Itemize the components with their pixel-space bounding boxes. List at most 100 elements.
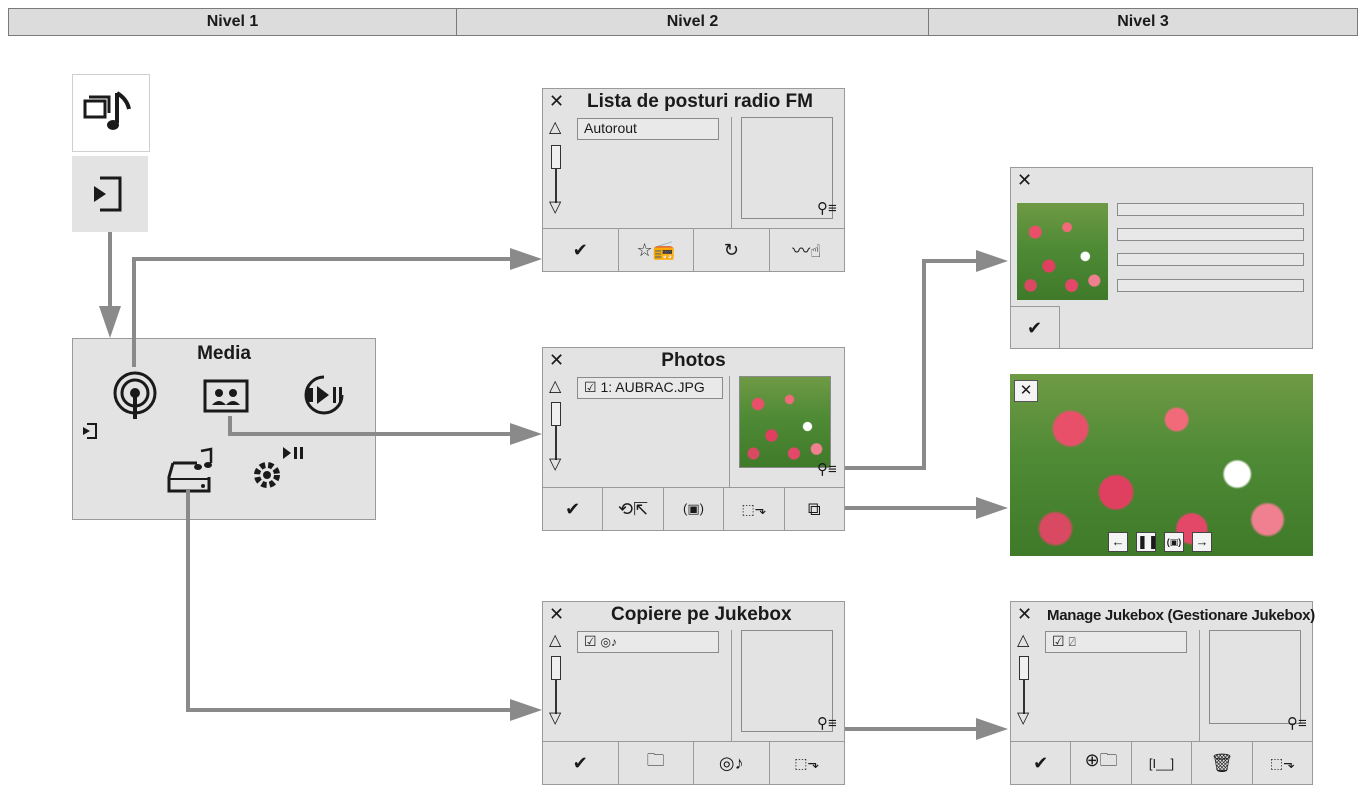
arrow-left-icon: ← [1111, 534, 1125, 549]
detail-field [1117, 203, 1304, 216]
scrollbar-track [1023, 680, 1025, 714]
refresh-button[interactable]: ↻ [693, 229, 769, 271]
next-button[interactable]: → [1192, 532, 1212, 552]
scrollbar-track [555, 426, 557, 460]
arrowhead-right-icon [976, 497, 1008, 519]
add-folder-icon: ⊕🗀 [1084, 750, 1118, 770]
header-level-2: Nivel 2 [456, 8, 929, 36]
checkbox-icon[interactable]: ☑ [584, 379, 597, 395]
scroll-up-icon[interactable]: △ [549, 378, 562, 395]
select-button[interactable]: ⬚⬎ [723, 488, 783, 530]
favorites-radio-button[interactable]: ☆📻 [617, 229, 694, 271]
slideshow-button[interactable]: ⧉ [783, 488, 844, 530]
confirm-button[interactable]: ✔ [543, 742, 618, 784]
manage-list-item[interactable]: ☑ ⍁ [1045, 631, 1187, 653]
photos-icon[interactable] [203, 379, 249, 413]
scroll-up-icon[interactable]: △ [549, 119, 562, 136]
scroll-down-icon[interactable]: ▽ [549, 199, 562, 216]
connector-photos-v [228, 416, 232, 436]
cd-music-button[interactable]: ◎♪ [693, 742, 769, 784]
radio-list-item[interactable]: Autorout [577, 118, 719, 140]
add-folder-button[interactable]: ⊕🗀 [1070, 742, 1130, 784]
arrowhead-right-icon [510, 699, 542, 721]
source-box[interactable] [72, 156, 148, 232]
connector-jukebox-h [186, 708, 512, 712]
photo-view-button[interactable]: (▣) [662, 488, 723, 530]
scroll-down-icon[interactable]: ▽ [1017, 710, 1030, 727]
scroll-down-icon[interactable]: ▽ [549, 710, 562, 727]
close-icon[interactable]: ✕ [549, 604, 565, 624]
photo-view-icon: (▣) [1166, 537, 1182, 547]
connector-radio-h [132, 257, 512, 261]
checkbox-icon[interactable]: ☑ [584, 633, 597, 649]
close-icon[interactable]: ✕ [549, 91, 565, 111]
rename-button[interactable]: [I__] [1130, 742, 1191, 784]
photo-details-image [1017, 203, 1108, 300]
delete-button[interactable]: 🗑 [1191, 742, 1251, 784]
pause-button[interactable]: ❚❚ [1136, 532, 1159, 552]
divider [1199, 630, 1200, 742]
scrollbar[interactable] [551, 145, 561, 169]
zoom-list-icon[interactable]: ⚲≡ [817, 200, 837, 217]
checkmark-icon: ✔ [1033, 752, 1049, 773]
scroll-down-icon[interactable]: ▽ [549, 456, 562, 473]
rename-field-icon: [I__] [1148, 755, 1175, 771]
scrollbar[interactable] [551, 656, 561, 680]
select-button[interactable]: ⬚⬎ [1251, 742, 1312, 784]
confirm-button[interactable]: ✔ [1011, 742, 1070, 784]
photo-view-icon: (▣) [683, 501, 704, 516]
scroll-up-icon[interactable]: △ [1017, 632, 1030, 649]
media-icon-box[interactable] [72, 74, 150, 152]
arrow-right-icon: → [1195, 534, 1209, 549]
select-button[interactable]: ⬚⬎ [768, 742, 845, 784]
folder-music-button[interactable]: 🗀 [617, 742, 694, 784]
connector-radio-v [132, 257, 136, 367]
connector-details-v [922, 259, 926, 470]
connector-manage-h [842, 727, 978, 731]
confirm-button[interactable]: ✔ [1010, 306, 1060, 349]
touch-wave-icon: 〰☝ [792, 241, 822, 261]
close-button[interactable]: ✕ [1014, 380, 1038, 402]
connector-details-h1 [842, 466, 926, 470]
zoom-list-icon[interactable]: ⚲≡ [817, 715, 837, 732]
photo-list-item[interactable]: ☑ 1: AUBRAC.JPG [577, 377, 723, 399]
video-play-icon[interactable] [295, 373, 353, 417]
close-icon[interactable]: ✕ [1017, 170, 1033, 190]
settings-icon[interactable] [249, 445, 311, 493]
copy-list-item[interactable]: ☑ ◎♪ [577, 631, 719, 653]
touch-button[interactable]: 〰☝ [768, 229, 845, 271]
checkmark-icon: ✔ [1026, 317, 1043, 338]
confirm-button[interactable]: ✔ [543, 488, 602, 530]
divider [731, 117, 732, 229]
checkbox-icon[interactable]: ☑ [1052, 633, 1065, 649]
previous-button[interactable]: ← [1108, 532, 1128, 552]
close-icon[interactable]: ✕ [1017, 604, 1033, 624]
trash-icon: 🗑 [1210, 752, 1234, 773]
source-back-icon[interactable] [79, 421, 99, 441]
photo-view-button[interactable]: (▣) [1164, 532, 1184, 552]
zoom-list-icon[interactable]: ⚲≡ [1287, 715, 1307, 732]
arrowhead-down-icon [99, 306, 121, 338]
scrollbar[interactable] [551, 402, 561, 426]
connector-details-h2 [922, 259, 978, 263]
photo-file-name: 1: AUBRAC.JPG [600, 379, 705, 395]
scrollbar[interactable] [1019, 656, 1029, 680]
audio-cd-icon: ◎♪ [600, 635, 617, 649]
select-area-icon: ⬚⬎ [794, 754, 820, 771]
manage-jukebox-title: Manage Jukebox (Gestionare Jukebox) [1047, 607, 1315, 624]
copy-toolbar: ✔ 🗀 ◎♪ ⬚⬎ [543, 741, 844, 784]
divider [731, 630, 732, 742]
confirm-button[interactable]: ✔ [543, 229, 618, 271]
scrollbar-track [555, 680, 557, 714]
scroll-up-icon[interactable]: △ [549, 632, 562, 649]
zoom-list-icon[interactable]: ⚲≡ [817, 461, 837, 478]
detail-field [1117, 253, 1304, 266]
close-icon[interactable]: ✕ [549, 350, 565, 370]
arrowhead-right-icon [510, 248, 542, 270]
radio-icon[interactable] [111, 369, 159, 421]
arrowhead-right-icon [976, 718, 1008, 740]
radio-list-panel: ✕ Lista de posturi radio FM △ ▽ Autorout… [542, 88, 845, 272]
jukebox-icon[interactable] [165, 447, 217, 495]
manage-toolbar: ✔ ⊕🗀 [I__] 🗑 ⬚⬎ [1011, 741, 1312, 784]
options-button[interactable]: ⟲⇱ [602, 488, 662, 530]
